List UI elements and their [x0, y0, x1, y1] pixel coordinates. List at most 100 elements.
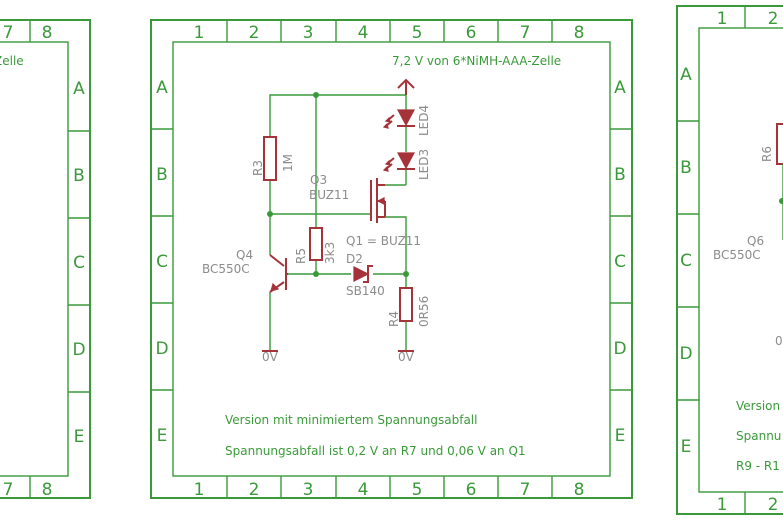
- column-label: 1: [194, 23, 205, 43]
- column-label: 4: [358, 480, 369, 500]
- junction-dot: [313, 92, 319, 98]
- center-sheet-inner-frame: [172, 41, 611, 477]
- column-label: 2: [249, 480, 260, 500]
- right-sheet-outer-frame: [676, 5, 783, 515]
- right-row-label: B: [680, 158, 692, 178]
- version-note: Version mit minimiertem Spannungsabfall: [225, 413, 477, 427]
- q3-name: Q3: [310, 173, 327, 187]
- right-col-label: 2: [768, 495, 779, 515]
- row-label: E: [157, 426, 168, 446]
- voltage-drop-note: Spannungsabfall ist 0,2 V an R7 und 0,06…: [225, 444, 526, 458]
- row-label: B: [156, 165, 168, 185]
- left-row-label: B: [73, 166, 85, 186]
- center-sheet: 1 2 3 4 5 6 7 8 1 2 3 4 5 6 7 8 A B C D …: [150, 19, 633, 500]
- q3-value: BUZ11: [309, 188, 349, 202]
- center-row-labels: A B C D E A B C D E: [155, 78, 626, 446]
- ground-right-label: 0V: [398, 350, 415, 364]
- ground-left-label: 0V: [262, 350, 279, 364]
- column-label: 4: [358, 23, 369, 43]
- column-label: 8: [574, 23, 585, 43]
- d2-name: D2: [346, 252, 363, 266]
- right-sheet: 1 2 1 2 A B C D E R6 Q6 BC550C 0 Version…: [676, 5, 783, 515]
- junctions: [267, 92, 409, 277]
- center-column-labels: 1 2 3 4 5 6 7 8 1 2 3 4 5 6 7 8: [194, 23, 585, 500]
- right-row-label: C: [680, 251, 692, 271]
- row-label: A: [614, 78, 626, 98]
- column-label: 3: [303, 480, 314, 500]
- left-col-label: 7: [3, 480, 14, 500]
- column-label: 3: [303, 23, 314, 43]
- center-row-dividers: [151, 128, 632, 391]
- left-col-label: 7: [3, 23, 14, 43]
- junction-dot: [779, 198, 783, 204]
- q6-name: Q6: [747, 234, 764, 248]
- column-label: 8: [574, 480, 585, 500]
- right-row-label: E: [681, 437, 692, 457]
- r4-value: 0R56: [417, 296, 431, 327]
- left-row-label: C: [73, 253, 85, 273]
- left-sheet: 7 8 7 8 A B C D E Zelle: [0, 19, 91, 500]
- d2-diode-symbol: [353, 265, 373, 283]
- r4-name: R4: [387, 311, 401, 327]
- left-partial-text: Zelle: [0, 54, 24, 68]
- right-note-2: Spannu: [736, 429, 781, 443]
- left-row-label: A: [73, 79, 85, 99]
- r6-resistor: [776, 123, 783, 165]
- row-label: A: [156, 78, 168, 98]
- led3-label: LED3: [417, 149, 431, 180]
- led4-label: LED4: [417, 105, 431, 136]
- center-column-dividers: [226, 20, 553, 498]
- junction-dot: [267, 211, 273, 217]
- r3-value: 1M: [281, 154, 295, 172]
- column-label: 5: [412, 23, 423, 43]
- q3-mosfet-symbol: [370, 178, 386, 223]
- right-col-label: 2: [768, 9, 779, 29]
- right-row-label: D: [679, 344, 692, 364]
- left-sheet-inner-frame: [0, 41, 69, 477]
- row-label: B: [614, 165, 626, 185]
- junction-dot: [403, 271, 409, 277]
- row-label: C: [614, 252, 626, 272]
- left-row-label: E: [74, 427, 85, 447]
- q4-value: BC550C: [202, 262, 250, 276]
- q1-note: Q1 = BUZ11: [346, 234, 421, 248]
- row-label: D: [613, 339, 626, 359]
- q6-value: BC550C: [713, 248, 761, 262]
- center-sheet-outer-frame: [150, 19, 633, 499]
- column-label: 6: [466, 480, 477, 500]
- left-sheet-outer-frame: [0, 19, 91, 499]
- led4-symbol: [382, 109, 415, 129]
- left-col-label: 8: [42, 23, 53, 43]
- supply-label: 7,2 V von 6*NiMH-AAA-Zelle: [392, 54, 561, 68]
- row-label: D: [155, 339, 168, 359]
- row-label: C: [156, 252, 168, 272]
- led3-symbol: [382, 152, 415, 172]
- r5-resistor: [309, 227, 323, 261]
- column-label: 1: [194, 480, 205, 500]
- wires: [269, 94, 407, 350]
- right-col-label: 1: [717, 9, 728, 29]
- left-row-label: D: [72, 340, 85, 360]
- r3-name: R3: [251, 160, 265, 176]
- right-ground-label: 0: [775, 334, 783, 348]
- r5-name: R5: [294, 248, 308, 264]
- column-label: 6: [466, 23, 477, 43]
- r5-value: 3k3: [323, 242, 337, 264]
- right-row-label: A: [680, 65, 692, 85]
- left-col-label: 8: [42, 480, 53, 500]
- r3-resistor: [263, 136, 277, 181]
- supply-arrow-symbol: [397, 78, 415, 95]
- right-sheet-inner-frame: [698, 27, 783, 493]
- q4-transistor-symbol: [269, 254, 288, 293]
- right-col-label: 1: [717, 495, 728, 515]
- column-label: 5: [412, 480, 423, 500]
- d2-value: SB140: [346, 284, 385, 298]
- column-label: 7: [520, 23, 531, 43]
- q4-name: Q4: [236, 248, 253, 262]
- right-note-3: R9 - R1: [736, 459, 780, 473]
- r6-name: R6: [760, 146, 774, 162]
- right-note-1: Version: [736, 399, 780, 413]
- row-label: E: [615, 426, 626, 446]
- column-label: 2: [249, 23, 260, 43]
